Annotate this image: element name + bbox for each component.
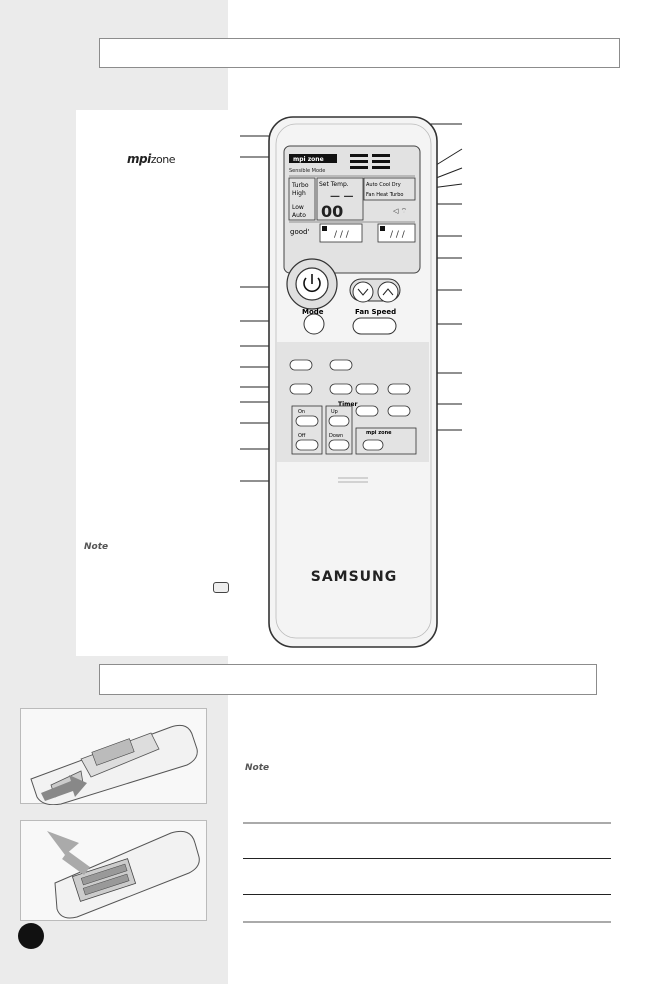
display-logo: mpi zone [293,156,324,163]
fan-speed-button[interactable] [352,317,397,335]
svg-text:◁ ⌔: ◁ ⌔ [393,207,407,215]
down-label: Down [329,433,343,439]
mode-label: Mode [302,308,324,316]
battery-insert-photo [20,820,207,921]
timer-label: Timer [338,401,357,408]
display-auto: Auto [292,212,306,219]
display-sub: Sensible Mode [289,168,325,174]
note-label-2: Note [245,763,270,773]
svg-text:— —: — — [330,191,353,202]
mpi-zone-button-label: mpi zone [366,430,392,436]
mode-button[interactable] [303,313,325,335]
display-low: Low [292,204,304,211]
svg-text:/ / /: / / / [334,230,350,240]
display-mode-row2: Fan Heat Turbo [366,192,403,198]
illustration-panel [76,110,228,656]
brand-logo: SAMSUNG [311,569,398,585]
display-digits: 00 [321,202,343,221]
section-header-box-2 [99,664,597,695]
display-set-temp: Set Temp. [319,181,349,188]
display-high: High [292,190,306,197]
display-mode-row1: Auto Cool Dry [366,182,401,188]
table-top-rule [243,822,611,824]
remote-control: mpi zone Sensible Mode Turbo High Low Au… [268,116,438,648]
timer-on-label: On [298,409,305,415]
svg-text:/ / /: / / / [390,230,406,240]
mpi-zone-logo: mpizone [127,152,175,166]
table-row-rule [243,858,611,859]
fan-speed-label: Fan Speed [355,308,396,316]
section-header-box [99,38,620,68]
display-turbo: Turbo [291,182,309,189]
battery-cover-photo [20,708,207,806]
display-good: good' [290,228,309,236]
page-number-badge [18,923,44,949]
up-label: Up [331,409,338,415]
note-label: Note [84,542,109,552]
timer-off-label: Off [298,433,306,439]
table-row-rule [243,894,611,895]
reset-button-icon [213,582,229,593]
table-bottom-rule [243,921,611,923]
